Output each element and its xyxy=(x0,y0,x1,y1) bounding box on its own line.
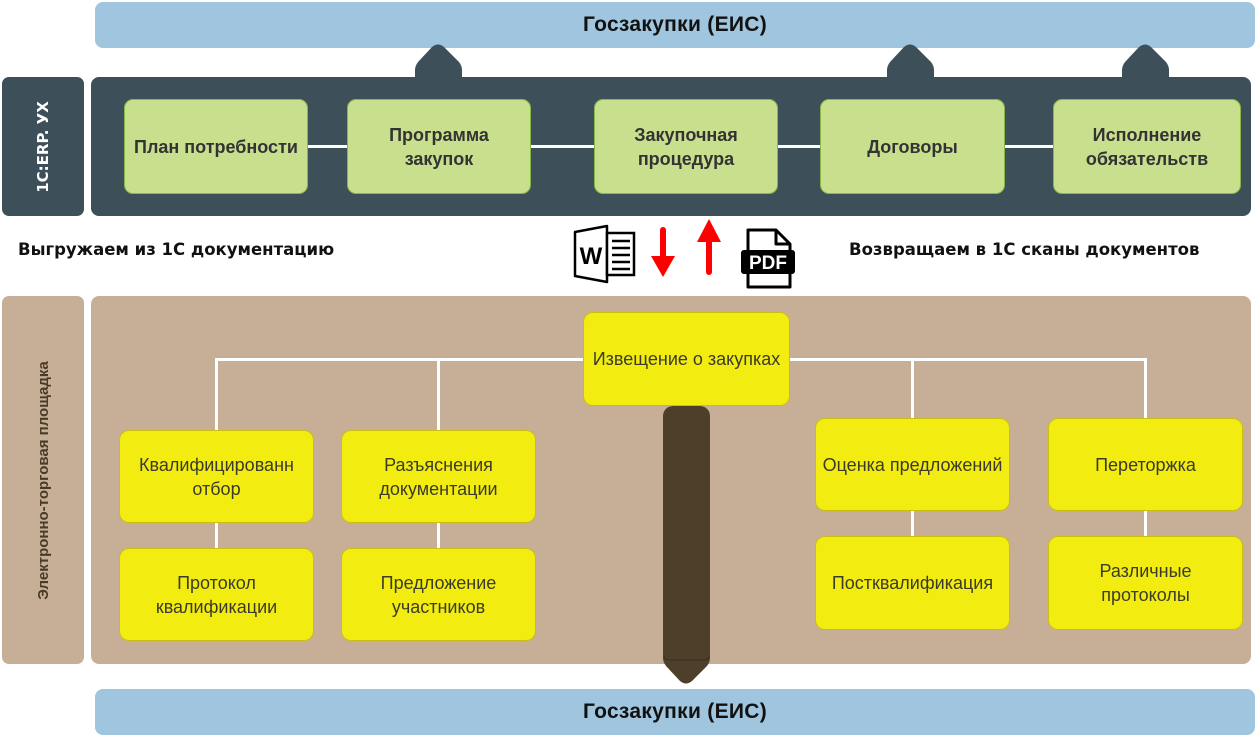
eis-bottom-label: Госзакупки (ЕИС) xyxy=(582,700,768,723)
pointer-up-icon xyxy=(1122,44,1169,79)
node-procurement-notice[interactable]: Извещение о закупках xyxy=(583,312,790,406)
pdf-icon-label: PDF xyxy=(749,253,787,274)
node-qualification-protocol[interactable]: Протокол квалификации xyxy=(119,548,314,641)
stage-contracts[interactable]: Договоры xyxy=(820,99,1005,194)
eis-bottom-bar: Госзакупки (ЕИС) xyxy=(95,689,1255,735)
pdf-document-icon: PDF xyxy=(740,228,796,290)
node-participant-offers[interactable]: Предложение участников xyxy=(341,548,536,641)
word-document-icon: W xyxy=(573,224,637,284)
stage-plan-needs[interactable]: План потребности xyxy=(124,99,308,194)
stage-connector xyxy=(307,145,348,148)
arrow-up-icon xyxy=(695,218,723,276)
erp-side-label: 1C:ERP. УХ xyxy=(2,77,84,216)
stage-label: Закупочная процедура xyxy=(634,124,738,169)
node-label: Извещение о закупках xyxy=(592,349,781,369)
node-label: Оценка предложений xyxy=(822,454,1003,475)
stage-label: Программа закупок xyxy=(389,124,489,169)
eis-top-label: Госзакупки (ЕИС) xyxy=(582,13,768,36)
import-caption: Возвращаем в 1С сканы документов xyxy=(849,240,1200,259)
erp-side-text: 1C:ERP. УХ xyxy=(34,100,52,193)
node-label: Различные протоколы xyxy=(1099,561,1192,605)
eis-top-bar: Госзакупки (ЕИС) xyxy=(95,2,1255,48)
tree-connector xyxy=(911,510,914,537)
stage-connector xyxy=(777,145,821,148)
node-label: Переторжка xyxy=(1095,454,1196,475)
tree-connector xyxy=(1144,358,1147,419)
node-offer-evaluation[interactable]: Оценка предложений xyxy=(815,418,1010,511)
pointer-down-icon xyxy=(663,650,710,684)
node-rebidding[interactable]: Переторжка xyxy=(1048,418,1243,511)
tree-connector xyxy=(215,358,218,431)
node-various-protocols[interactable]: Различные протоколы xyxy=(1048,536,1243,630)
pointer-up-icon xyxy=(415,44,462,79)
etp-side-text: Электронно-торговая площадка xyxy=(34,360,52,600)
tree-connector xyxy=(437,522,440,549)
stage-obligations[interactable]: Исполнение обязательств xyxy=(1053,99,1241,194)
tree-connector xyxy=(437,358,440,431)
node-postqualification[interactable]: Постквалификация xyxy=(815,536,1010,630)
pointer-up-icon xyxy=(887,44,934,79)
node-label: Квалифицированн отбор xyxy=(139,454,294,499)
export-caption: Выгружаем из 1С документацию xyxy=(18,240,335,259)
node-qualified-selection[interactable]: Квалифицированн отбор xyxy=(119,430,314,523)
pillar-connector xyxy=(663,406,710,658)
etp-side-label: Электронно-торговая площадка xyxy=(2,296,84,664)
arrow-down-icon xyxy=(649,226,677,278)
tree-connector xyxy=(215,358,584,361)
stage-procurement-program[interactable]: Программа закупок xyxy=(347,99,531,194)
node-label: Постквалификация xyxy=(831,573,994,593)
stage-label: Исполнение обязательств xyxy=(1085,124,1209,169)
tree-connector xyxy=(215,522,218,549)
tree-connector xyxy=(1144,510,1147,537)
node-documentation-clarifications[interactable]: Разъяснения документации xyxy=(341,430,536,523)
tree-connector xyxy=(911,358,914,419)
node-label: Разъяснения документации xyxy=(379,454,498,499)
stage-connector xyxy=(1004,145,1054,148)
word-icon-letter: W xyxy=(580,243,603,270)
node-label: Протокол квалификации xyxy=(155,572,278,617)
stage-label: План потребности xyxy=(134,136,298,157)
stage-connector xyxy=(530,145,595,148)
stage-procurement-procedure[interactable]: Закупочная процедура xyxy=(594,99,778,194)
node-label: Предложение участников xyxy=(380,572,497,617)
stage-label: Договоры xyxy=(867,136,958,157)
tree-connector xyxy=(788,358,1147,361)
